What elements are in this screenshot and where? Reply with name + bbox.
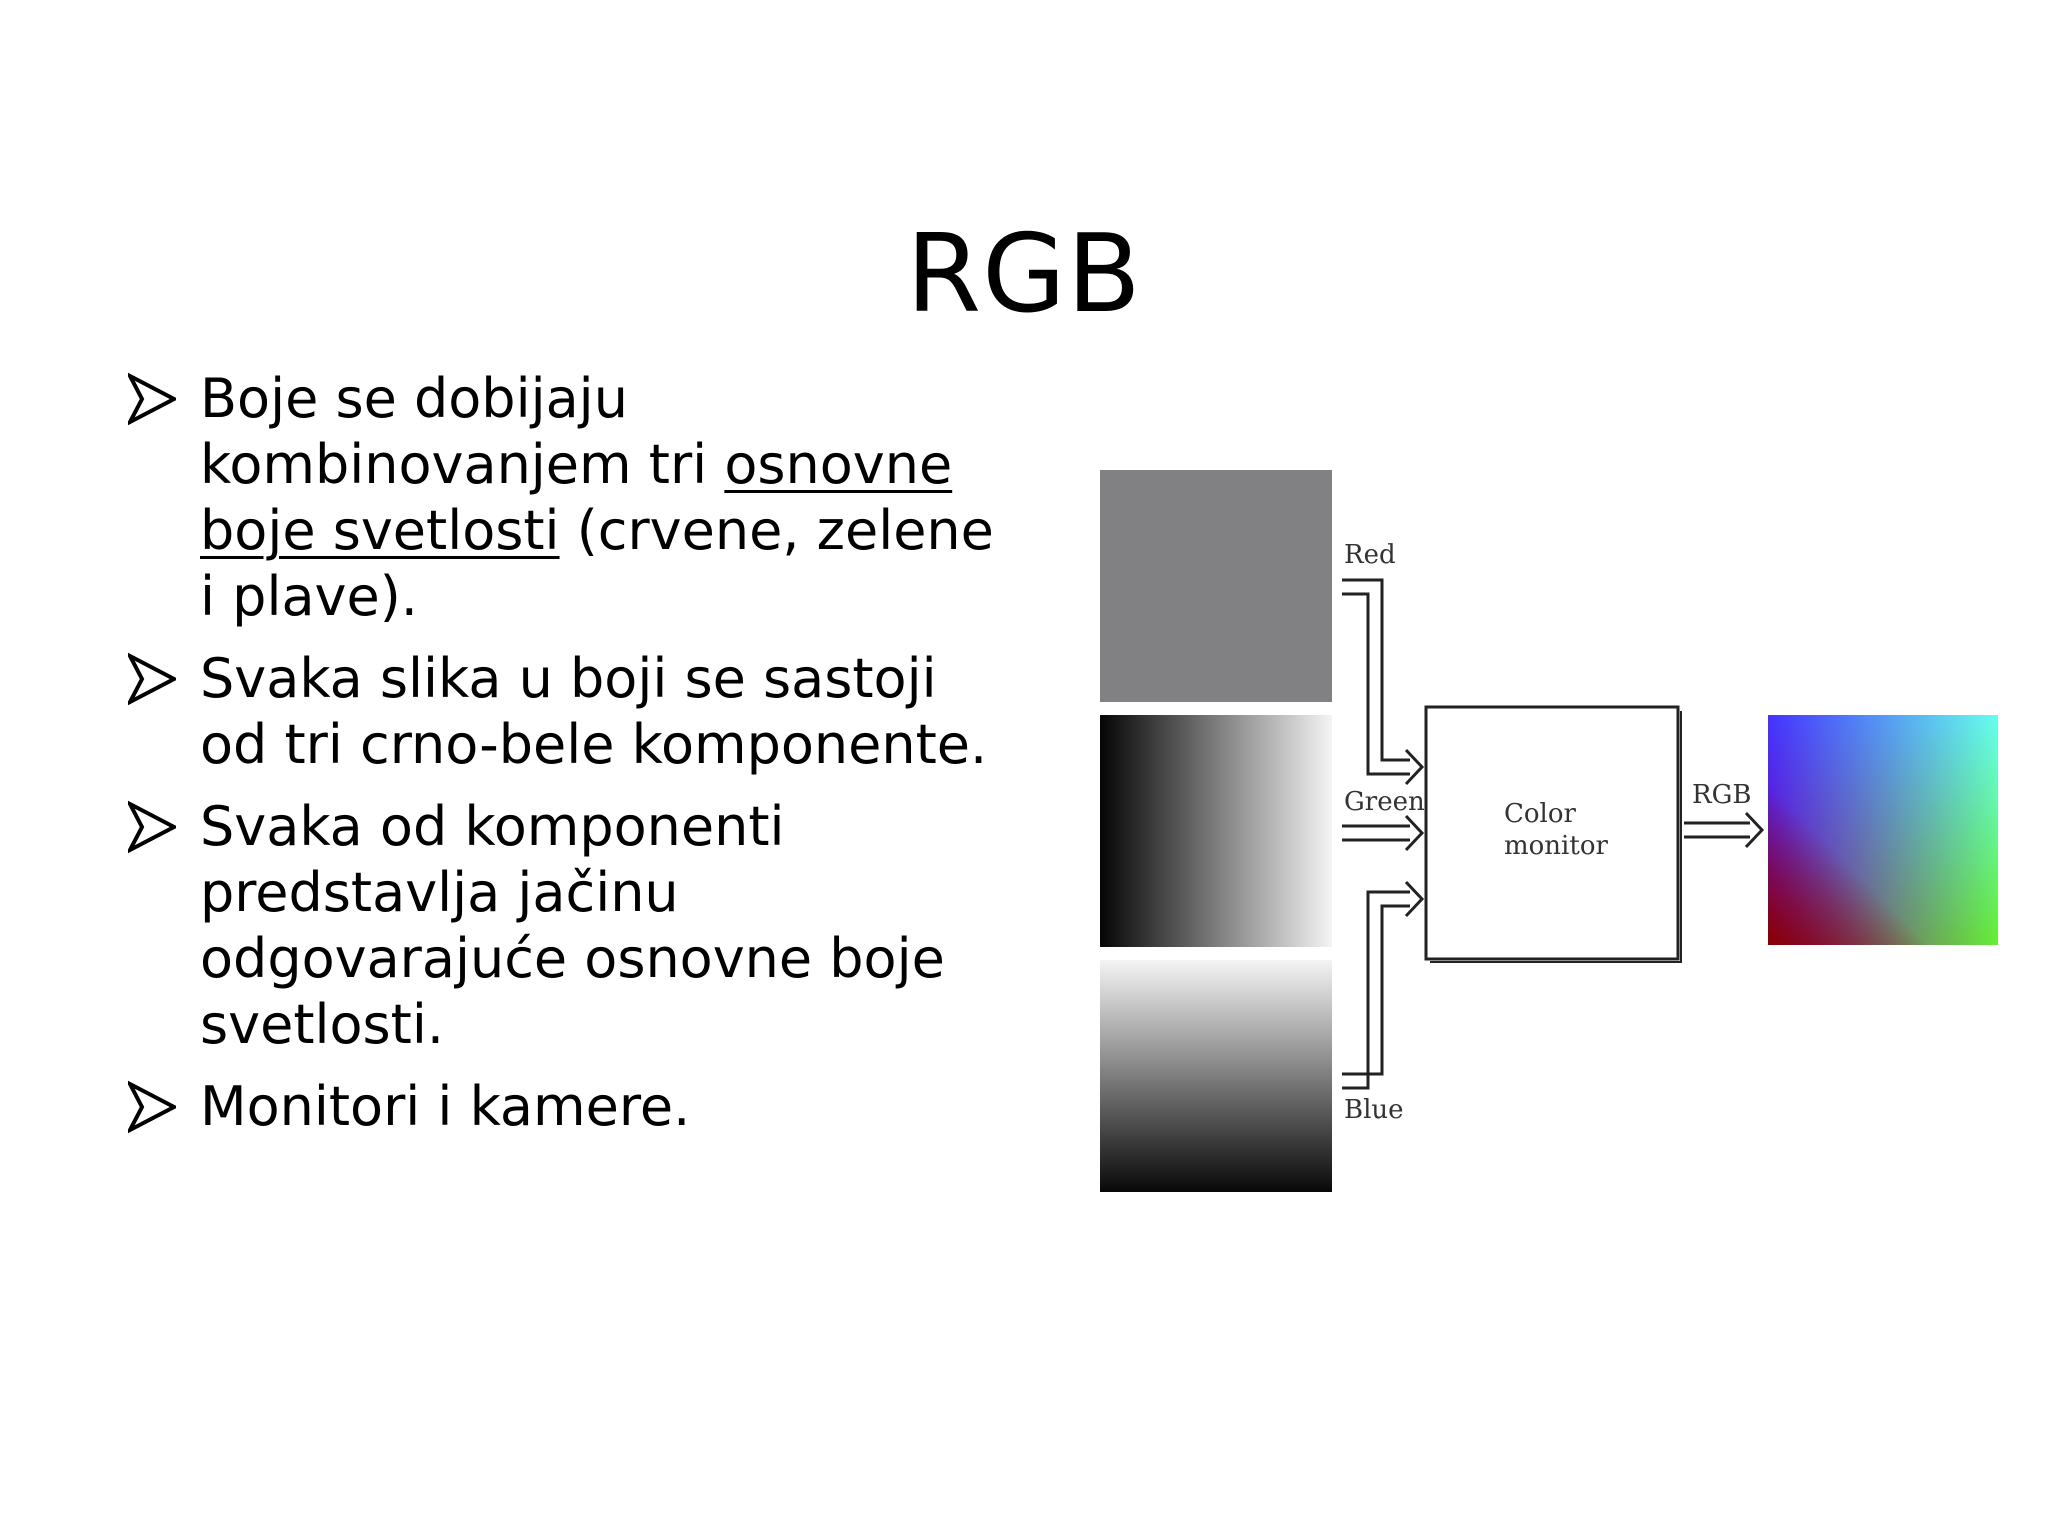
bullet-text-part: Boje se dobijaju kombinovanjem tri [200, 367, 725, 496]
green-component-square [1100, 715, 1332, 947]
bullet-text: Svaka slika u boji se sastoji od tri crn… [200, 647, 988, 776]
rgb-output-arrow [1684, 811, 1765, 849]
bullet-text-underlined: osnovne boje svetlosti [200, 433, 953, 562]
bullet-item: Boje se dobijaju kombinovanjem tri osnov… [128, 366, 1008, 630]
color-monitor-box [1424, 705, 1680, 961]
red-label: Red [1344, 540, 1396, 570]
arrowhead-bullet-icon [128, 372, 176, 426]
green-label: Green [1344, 787, 1425, 817]
rgb-output-label: RGB [1692, 780, 1751, 810]
bullet-item: Svaka slika u boji se sastoji od tri crn… [128, 646, 1008, 778]
rgb-result-square [1768, 715, 1998, 945]
arrowhead-bullet-icon [128, 800, 176, 854]
diagram-canvas: Red Green Blue Color monitor [1100, 470, 1998, 1192]
blue-label: Blue [1344, 1095, 1404, 1125]
bullet-item: Monitori i kamere. [128, 1074, 1008, 1140]
arrowhead-bullet-icon [128, 652, 176, 706]
bullet-item: Svaka od komponenti predstavlja jačinu o… [128, 794, 1008, 1058]
bullet-text: Svaka od komponenti predstavlja jačinu o… [200, 795, 945, 1056]
monitor-label-line1: Color [1504, 799, 1577, 829]
red-component-square [1100, 470, 1332, 702]
blue-input-arrow [1342, 880, 1425, 1090]
bullet-list: Boje se dobijaju kombinovanjem tri osnov… [128, 366, 1008, 1156]
monitor-label-line2: monitor [1504, 831, 1608, 861]
bullet-text: Monitori i kamere. [200, 1075, 691, 1138]
blue-component-square [1100, 960, 1332, 1192]
bullet-text-part: (crvene, zelene i plave). [200, 499, 994, 628]
red-input-arrow [1342, 578, 1425, 786]
rgb-monitor-diagram: Red Green Blue Color monitor [1100, 460, 2010, 1220]
slide-title: RGB [906, 212, 1142, 338]
arrowhead-bullet-icon [128, 1080, 176, 1134]
green-input-arrow [1342, 814, 1425, 852]
